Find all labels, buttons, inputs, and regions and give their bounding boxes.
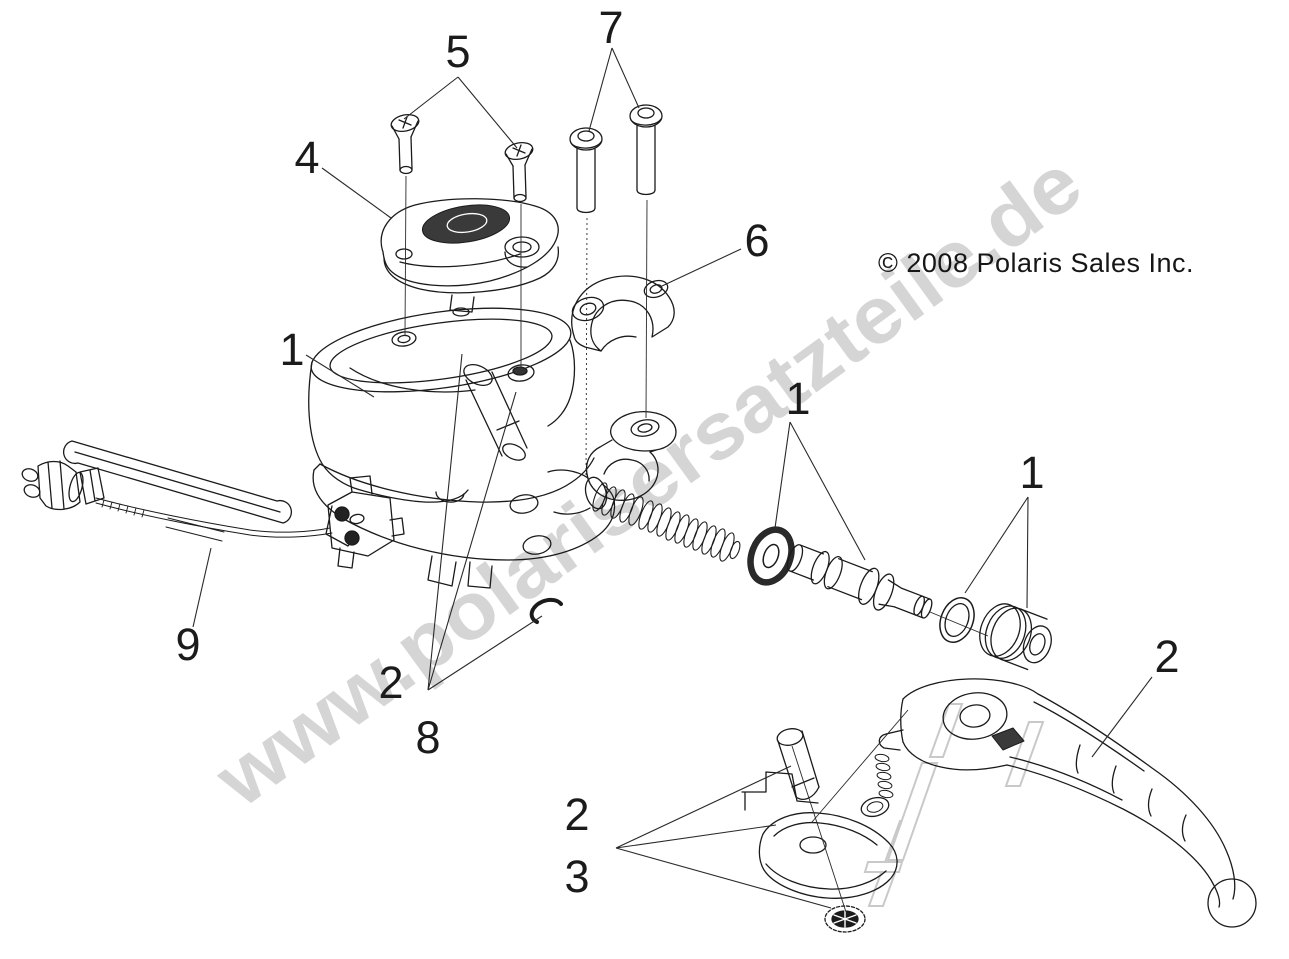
callout-9: 9 [175, 619, 200, 670]
callout-1-body: 1 [279, 324, 304, 375]
callout-1-piston: 1 [785, 373, 810, 424]
callout-8: 8 [415, 712, 440, 763]
retaining-ring [529, 597, 563, 624]
pivot-dust-cover [758, 812, 898, 899]
piston-o-ring [939, 597, 975, 643]
alignment-lines [404, 175, 989, 913]
callout-6: 6 [744, 215, 769, 266]
callout-2-pin: 2 [564, 789, 589, 840]
piston [786, 544, 933, 619]
callout-7: 7 [598, 2, 623, 53]
reservoir-cover [380, 198, 560, 317]
callout-2-lever: 2 [1154, 631, 1179, 682]
clamp-bolt-right [629, 104, 663, 196]
clamp-bolt-left [569, 127, 603, 214]
leader-lines [192, 47, 1153, 909]
watermark-text: www.polarisersatzteile.de [199, 137, 1098, 824]
brake-lever [878, 678, 1257, 928]
lever-detent-spring [860, 753, 894, 818]
callouts: 4 5 7 6 1 1 1 9 2 8 2 3 2 [175, 2, 1179, 902]
callout-2-ring: 2 [378, 657, 403, 708]
piston-boot-bushing [979, 603, 1052, 671]
callout-5: 5 [445, 26, 470, 77]
cover-screw-right [504, 142, 534, 203]
piston-return-spring [592, 482, 741, 562]
pivot-pin [776, 728, 820, 800]
cover-screw-left [390, 114, 420, 175]
copyright-text: © 2008 Polaris Sales Inc. [878, 248, 1194, 278]
piston-cup-seal [747, 526, 795, 586]
watermark-fragment [863, 703, 1045, 907]
pivot-star-nut [824, 905, 866, 933]
callout-4: 4 [294, 132, 319, 183]
bracket-lower-arm [741, 771, 819, 811]
brake-switch-harness [21, 440, 405, 569]
callout-1-bushing: 1 [1019, 447, 1044, 498]
callout-3: 3 [564, 851, 589, 902]
handlebar-clamp [571, 275, 675, 352]
